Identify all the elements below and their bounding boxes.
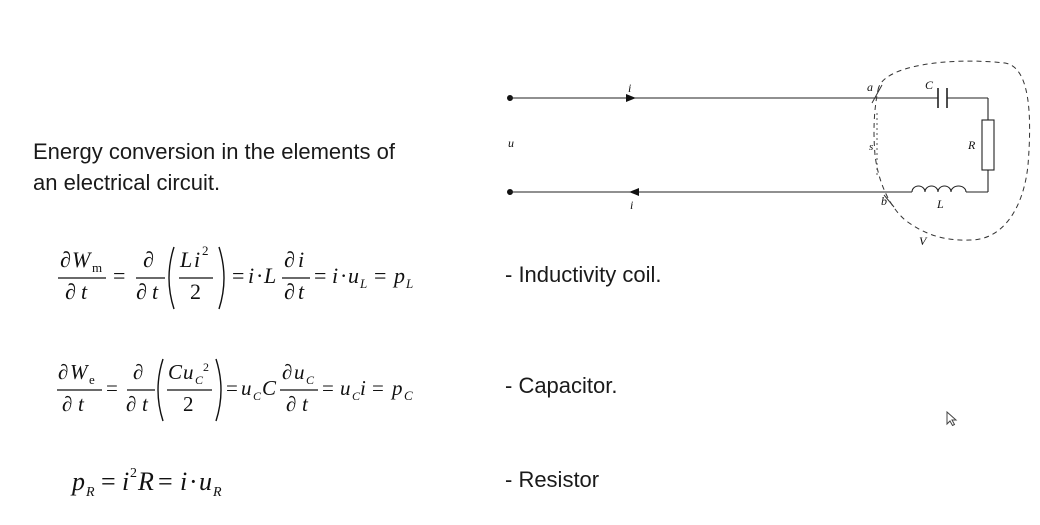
svg-text:=: = xyxy=(374,263,386,288)
mouse-cursor-icon xyxy=(946,411,958,427)
capacitor-energy-formula: ∂ W e ∂ t = ∂ ∂ t C u C 2 2 = u C C ∂ u … xyxy=(0,350,480,422)
svg-text:t: t xyxy=(298,279,305,304)
svg-text:2: 2 xyxy=(183,392,194,416)
svg-text:t: t xyxy=(78,392,85,416)
svg-text:t: t xyxy=(152,279,159,304)
svg-text:p: p xyxy=(70,467,85,496)
label-node-a: a xyxy=(867,80,873,94)
svg-text:p: p xyxy=(392,263,405,288)
resistor-description: - Resistor xyxy=(505,467,600,492)
svg-text:u: u xyxy=(183,360,194,384)
label-current-top: i xyxy=(628,81,631,95)
svg-text:2: 2 xyxy=(203,360,209,374)
svg-text:2: 2 xyxy=(130,466,137,481)
svg-text:u: u xyxy=(340,376,351,400)
svg-text:p: p xyxy=(390,376,403,400)
svg-text:=: = xyxy=(113,263,125,288)
svg-text:∂: ∂ xyxy=(133,360,143,384)
svg-text:i: i xyxy=(360,376,366,400)
svg-text:∂: ∂ xyxy=(60,247,71,272)
svg-text:i: i xyxy=(122,467,129,496)
capacitor-description: - Capacitor. xyxy=(505,373,618,398)
label-surface: s xyxy=(869,141,873,153)
svg-text:i: i xyxy=(194,247,200,272)
boundary-volume xyxy=(873,60,1031,241)
svg-text:=: = xyxy=(372,376,384,400)
resistor-symbol xyxy=(981,119,995,171)
svg-text:W: W xyxy=(72,247,92,272)
svg-text:=: = xyxy=(232,263,244,288)
svg-text:∂: ∂ xyxy=(126,392,136,416)
svg-text:∂: ∂ xyxy=(284,247,295,272)
current-arrow-top xyxy=(626,94,636,102)
label-capacitor: C xyxy=(925,78,934,92)
svg-text:m: m xyxy=(92,260,102,275)
svg-text:=: = xyxy=(106,376,118,400)
svg-text:R: R xyxy=(85,485,95,500)
svg-text:∂: ∂ xyxy=(286,392,296,416)
svg-text:L: L xyxy=(263,263,276,288)
svg-text:t: t xyxy=(302,392,309,416)
svg-text:C: C xyxy=(195,373,204,387)
label-inductor: L xyxy=(936,197,944,211)
inductor-symbol xyxy=(911,185,967,193)
svg-text:i: i xyxy=(248,263,254,288)
capacitor-formula-graphic: ∂ W e ∂ t = ∂ ∂ t C u C 2 2 = u C C ∂ u … xyxy=(57,358,413,422)
label-node-b: b xyxy=(881,194,887,208)
intro-text: Energy conversion in the elements of an … xyxy=(33,136,473,198)
svg-text:C: C xyxy=(253,389,262,403)
svg-text:i: i xyxy=(180,467,187,496)
svg-text:=: = xyxy=(226,376,238,400)
svg-text:∂: ∂ xyxy=(143,247,154,272)
label-resistor: R xyxy=(967,138,976,152)
svg-text:∂: ∂ xyxy=(65,279,76,304)
svg-text:C: C xyxy=(262,376,277,400)
svg-text:∂: ∂ xyxy=(62,392,72,416)
svg-text:i: i xyxy=(332,263,338,288)
svg-text:2: 2 xyxy=(202,243,209,258)
svg-text:·: · xyxy=(256,263,263,288)
svg-text:L: L xyxy=(405,276,413,291)
label-current-bottom: i xyxy=(630,198,633,212)
svg-text:W: W xyxy=(70,360,90,384)
svg-text:u: u xyxy=(199,467,212,496)
svg-text:L: L xyxy=(359,276,367,291)
inductor-description: - Inductivity coil. xyxy=(505,262,662,287)
svg-text:R: R xyxy=(137,467,154,496)
svg-text:∂: ∂ xyxy=(284,279,295,304)
intro-line-1: Energy conversion in the elements of xyxy=(33,139,395,164)
svg-text:u: u xyxy=(241,376,252,400)
circuit-diagram: i i u a b s V C R L xyxy=(507,60,1031,248)
resistor-formula-graphic: p R = i 2 R = i · u R xyxy=(70,466,222,500)
svg-text:C: C xyxy=(306,373,315,387)
svg-text:=: = xyxy=(101,467,116,496)
inductor-formula-graphic: ∂ W m ∂ t = ∂ ∂ t L i 2 2 = i · L ∂ i ∂ … xyxy=(58,243,413,310)
svg-text:2: 2 xyxy=(190,279,201,304)
label-volume: V xyxy=(919,234,928,248)
label-voltage: u xyxy=(508,136,514,150)
svg-text:t: t xyxy=(81,279,88,304)
current-arrow-bottom xyxy=(629,188,639,196)
svg-text:∂: ∂ xyxy=(282,360,292,384)
svg-text:∂: ∂ xyxy=(136,279,147,304)
svg-text:·: · xyxy=(340,263,347,288)
svg-text:u: u xyxy=(348,263,359,288)
svg-text:e: e xyxy=(89,372,95,387)
svg-text:R: R xyxy=(212,485,222,500)
svg-text:C: C xyxy=(168,360,183,384)
intro-line-2: an electrical circuit. xyxy=(33,170,221,195)
svg-text:=: = xyxy=(158,467,173,496)
svg-text:t: t xyxy=(142,392,149,416)
svg-text:∂: ∂ xyxy=(58,360,68,384)
svg-text:=: = xyxy=(314,263,326,288)
svg-text:·: · xyxy=(189,467,198,496)
resistor-power-formula: p R = i 2 R = i · u R xyxy=(0,458,480,504)
svg-text:C: C xyxy=(352,389,361,403)
svg-text:i: i xyxy=(298,247,304,272)
svg-text:C: C xyxy=(404,388,413,403)
svg-text:=: = xyxy=(322,376,334,400)
svg-text:L: L xyxy=(179,247,192,272)
inductor-energy-formula: ∂ W m ∂ t = ∂ ∂ t L i 2 2 = i · L ∂ i ∂ … xyxy=(0,238,480,310)
svg-text:u: u xyxy=(294,360,305,384)
